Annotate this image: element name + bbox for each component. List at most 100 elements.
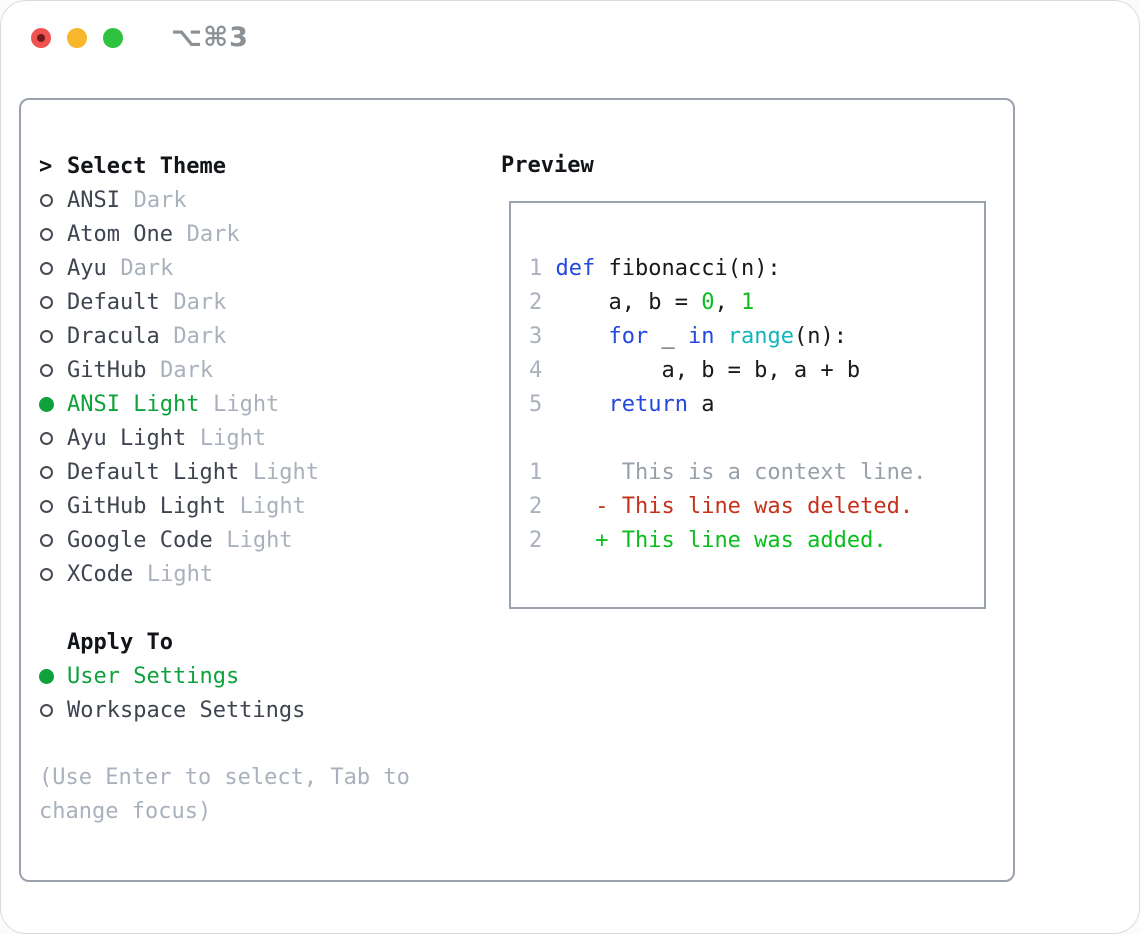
- theme-variant-badge: Light: [226, 527, 293, 553]
- theme-name: Google Code: [67, 527, 213, 553]
- apply-option-label: Workspace Settings: [67, 697, 306, 723]
- code-segment-cyan: range: [727, 324, 794, 349]
- zoom-button[interactable]: [103, 28, 123, 48]
- radio-icon[interactable]: [39, 261, 67, 275]
- theme-option-ansi-dark[interactable]: ANSI Dark: [39, 183, 410, 217]
- radio-icon[interactable]: [39, 193, 67, 207]
- spacer: [39, 591, 410, 625]
- theme-name: ANSI Light: [67, 391, 200, 417]
- code-segment-num: 2: [529, 494, 556, 519]
- code-segment-num: 1: [529, 256, 556, 281]
- apply-option-user-settings[interactable]: User Settings: [39, 659, 410, 693]
- traffic-lights: [31, 28, 123, 48]
- theme-name: Ayu Light: [67, 425, 187, 451]
- theme-variant-badge: Dark: [160, 357, 214, 383]
- radio-icon[interactable]: [39, 703, 67, 717]
- theme-name: ANSI: [67, 187, 120, 213]
- code-segment-num: 5: [529, 392, 556, 417]
- radio-icon[interactable]: [39, 329, 67, 343]
- radio-icon[interactable]: [39, 465, 67, 479]
- code-segment-num: 4: [529, 358, 556, 383]
- theme-variant-badge: Dark: [186, 221, 240, 247]
- theme-option-xcode-light[interactable]: XCode Light: [39, 557, 410, 591]
- code-segment-plain: a: [687, 392, 715, 417]
- theme-option-ayu-dark[interactable]: Ayu Dark: [39, 251, 410, 285]
- hint-line: (Use Enter to select, Tab to: [39, 765, 410, 790]
- theme-variant-badge: Light: [239, 493, 306, 519]
- code-segment-num: 2: [529, 290, 556, 315]
- select-theme-header: > Select Theme: [39, 149, 410, 183]
- theme-option-ayu-light-light[interactable]: Ayu Light Light: [39, 421, 410, 455]
- code-segment-num: 1: [529, 460, 556, 485]
- code-segment-plain: a, b = b, a + b: [555, 358, 861, 383]
- theme-variant-badge: Light: [252, 459, 320, 485]
- theme-name: GitHub: [67, 357, 147, 383]
- code-segment-num: 2: [529, 528, 556, 553]
- apply-to-header: Apply To: [39, 625, 410, 659]
- preview-box: 1 def fibonacci(n): 2 a, b = 0, 1 3 for …: [509, 201, 986, 609]
- code-segment-plain: _: [648, 324, 688, 349]
- radio-icon[interactable]: [39, 567, 67, 581]
- code-segment-plain: ,: [714, 290, 741, 315]
- apply-option-workspace-settings[interactable]: Workspace Settings: [39, 693, 410, 727]
- radio-selected-icon[interactable]: [39, 396, 67, 412]
- theme-option-google-code-light[interactable]: Google Code Light: [39, 523, 410, 557]
- theme-variant-badge: Dark: [173, 323, 227, 349]
- radio-icon[interactable]: [39, 499, 67, 513]
- radio-selected-icon[interactable]: [39, 668, 67, 684]
- code-segment-kw: return: [608, 392, 688, 417]
- close-button[interactable]: [31, 28, 51, 48]
- minimize-button[interactable]: [67, 28, 87, 48]
- select-theme-title: Select Theme: [67, 153, 226, 179]
- apply-option-label: User Settings: [67, 663, 240, 689]
- theme-name: Default Light: [67, 459, 240, 485]
- theme-name: XCode: [67, 561, 134, 587]
- theme-option-github-light-light[interactable]: GitHub Light Light: [39, 489, 410, 523]
- theme-variant-badge: Light: [146, 561, 214, 587]
- theme-option-default-light-light[interactable]: Default Light Light: [39, 455, 410, 489]
- keyboard-hint: (Use Enter to select, Tab to change focus…: [39, 761, 410, 829]
- code-segment-plain: (n):: [793, 324, 847, 349]
- window-shortcut-label: ⌥⌘3: [171, 22, 249, 53]
- theme-variant-badge: Light: [199, 425, 267, 451]
- code-preview: 1 def fibonacci(n): 2 a, b = 0, 1 3 for …: [511, 203, 984, 558]
- theme-name: GitHub Light: [67, 493, 226, 519]
- theme-name: Ayu: [67, 255, 107, 281]
- theme-variant-badge: Dark: [133, 187, 187, 213]
- radio-icon[interactable]: [39, 533, 67, 547]
- code-segment-kw: in: [687, 324, 715, 349]
- code-segment-kw: def: [555, 256, 596, 281]
- theme-name: Atom One: [67, 221, 173, 247]
- code-segment-num: 3: [529, 324, 556, 349]
- apply-to-title: Apply To: [67, 629, 173, 655]
- code-segment-ctx: This is a context line.: [555, 460, 927, 485]
- titlebar: ⌥⌘3: [1, 1, 1139, 73]
- theme-option-github-dark[interactable]: GitHub Dark: [39, 353, 410, 387]
- radio-icon[interactable]: [39, 295, 67, 309]
- code-segment-plain: a, b =: [555, 290, 702, 315]
- code-segment-green: 0: [701, 290, 715, 315]
- preview-title: Preview: [501, 153, 594, 178]
- theme-variant-badge: Dark: [120, 255, 174, 281]
- code-segment-del: - This line was deleted.: [555, 494, 914, 519]
- code-segment-add: + This line was added.: [555, 528, 887, 553]
- hint-line: change focus): [39, 799, 212, 824]
- code-segment-plain: [556, 392, 609, 417]
- code-segment-kw: for: [608, 324, 649, 349]
- theme-option-atom-one-dark[interactable]: Atom One Dark: [39, 217, 410, 251]
- radio-icon[interactable]: [39, 363, 67, 377]
- spacer: [39, 727, 410, 761]
- theme-name: Default: [67, 289, 160, 315]
- code-segment-plain: [556, 324, 609, 349]
- code-segment-green: 1: [740, 290, 755, 315]
- radio-icon[interactable]: [39, 227, 67, 241]
- focus-caret-icon: >: [39, 153, 53, 179]
- radio-icon[interactable]: [39, 431, 67, 445]
